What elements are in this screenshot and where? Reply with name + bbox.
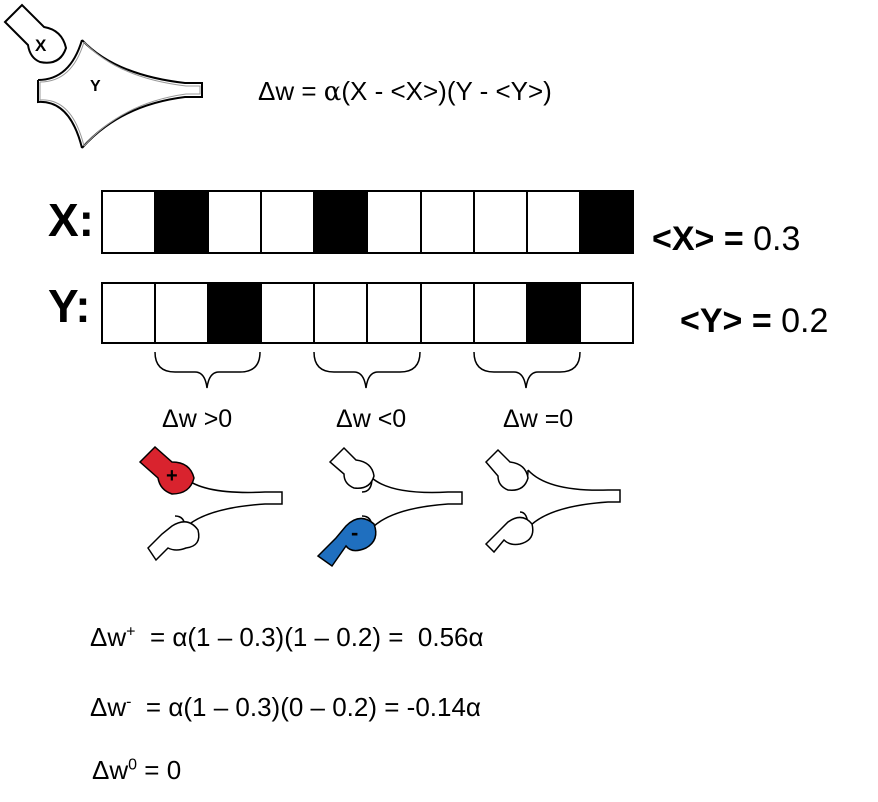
inactive-terminal-bottom-zero xyxy=(484,516,534,554)
train-x-bin-3 xyxy=(262,192,316,252)
hebbian-rule: Δw = α(X - <X>)(Y - <Y>) xyxy=(258,78,552,105)
train-x-bin-5 xyxy=(368,192,422,252)
eq-zero-lhs: Δw xyxy=(92,755,129,785)
synapse-x-label: X xyxy=(35,36,47,55)
case-label-negative: Δw <0 xyxy=(336,405,407,433)
eq-zero-rhs: = 0 xyxy=(137,755,182,785)
train-x-bin-6 xyxy=(421,192,475,252)
train-y-mean-value: 0.2 xyxy=(781,302,829,340)
equation-positive: Δw+ = α(1 – 0.3)(1 – 0.2) = 0.56α xyxy=(90,624,484,650)
brace-2 xyxy=(313,351,421,389)
train-y-bin-1 xyxy=(156,284,210,342)
train-y-mean: <Y> = 0.2 xyxy=(680,304,828,338)
plus-sign: + xyxy=(166,465,178,487)
train-x-bin-1 xyxy=(156,192,210,252)
equation-zero: Δw0 = 0 xyxy=(92,757,181,783)
case-label-zero: Δw =0 xyxy=(503,405,574,433)
train-x-bin-7 xyxy=(474,192,528,252)
eq-negative-rhs: = α(1 – 0.3)(0 – 0.2) = -0.14α xyxy=(131,692,481,722)
train-x-bin-4 xyxy=(315,192,369,252)
excitatory-terminal-red xyxy=(138,445,195,495)
eq-negative-sup: - xyxy=(126,693,132,711)
inactive-terminal-top-zero xyxy=(484,448,529,491)
eq-negative-lhs: Δw xyxy=(90,692,127,722)
train-x-mean-value: 0.3 xyxy=(753,220,801,258)
minus-sign: - xyxy=(351,520,358,545)
rule-left: Δw = xyxy=(258,76,324,106)
brace-3 xyxy=(473,351,581,389)
top-neuron-body xyxy=(37,39,203,149)
eq-positive-rhs: = α(1 – 0.3)(1 – 0.2) = 0.56α xyxy=(135,622,484,652)
neuron-zero xyxy=(484,448,621,554)
brace-1 xyxy=(154,351,261,389)
train-x-mean-name: <X> xyxy=(652,220,715,258)
train-y-label: Y: xyxy=(48,280,91,332)
train-x-label: X: xyxy=(48,194,94,246)
train-x-bin-0 xyxy=(103,192,157,252)
train-y-bin-5 xyxy=(368,284,422,342)
train-y-bin-0 xyxy=(103,284,157,342)
train-x-mean: <X> = 0.3 xyxy=(652,222,800,256)
eq-positive-lhs: Δw xyxy=(90,622,127,652)
train-y-mean-name: <Y> xyxy=(680,302,743,340)
train-y-bin-3 xyxy=(262,284,316,342)
train-x-bin-2 xyxy=(209,192,263,252)
excitatory-terminal-blue xyxy=(316,517,377,568)
rule-right: (X - <X>)(Y - <Y>) xyxy=(341,76,552,106)
neuron-negative xyxy=(316,446,463,568)
eq-positive-sup: + xyxy=(126,623,136,641)
train-x-bin-9 xyxy=(580,192,632,252)
neuron-positive xyxy=(138,445,283,562)
train-y-bin-6 xyxy=(421,284,475,342)
train-y-bin-2 xyxy=(209,284,263,342)
train-y-bin-8 xyxy=(527,284,581,342)
train-x-strip xyxy=(101,190,634,254)
train-y-bin-7 xyxy=(474,284,528,342)
synapse-y-label: Y xyxy=(90,78,101,95)
eq-zero-sup: 0 xyxy=(128,756,138,774)
top-synapse-x-terminal xyxy=(3,3,68,64)
train-y-strip xyxy=(101,282,634,344)
equation-negative: Δw- = α(1 – 0.3)(0 – 0.2) = -0.14α xyxy=(90,694,481,720)
inactive-terminal-top xyxy=(328,446,375,489)
train-x-mean-eq: = xyxy=(714,220,754,258)
train-y-bin-4 xyxy=(315,284,369,342)
train-y-mean-eq: = xyxy=(742,302,782,340)
rule-alpha: α xyxy=(323,77,342,107)
train-y-bin-9 xyxy=(580,284,632,342)
inactive-terminal xyxy=(147,521,200,562)
case-label-positive: Δw >0 xyxy=(162,405,233,433)
train-x-bin-8 xyxy=(527,192,581,252)
